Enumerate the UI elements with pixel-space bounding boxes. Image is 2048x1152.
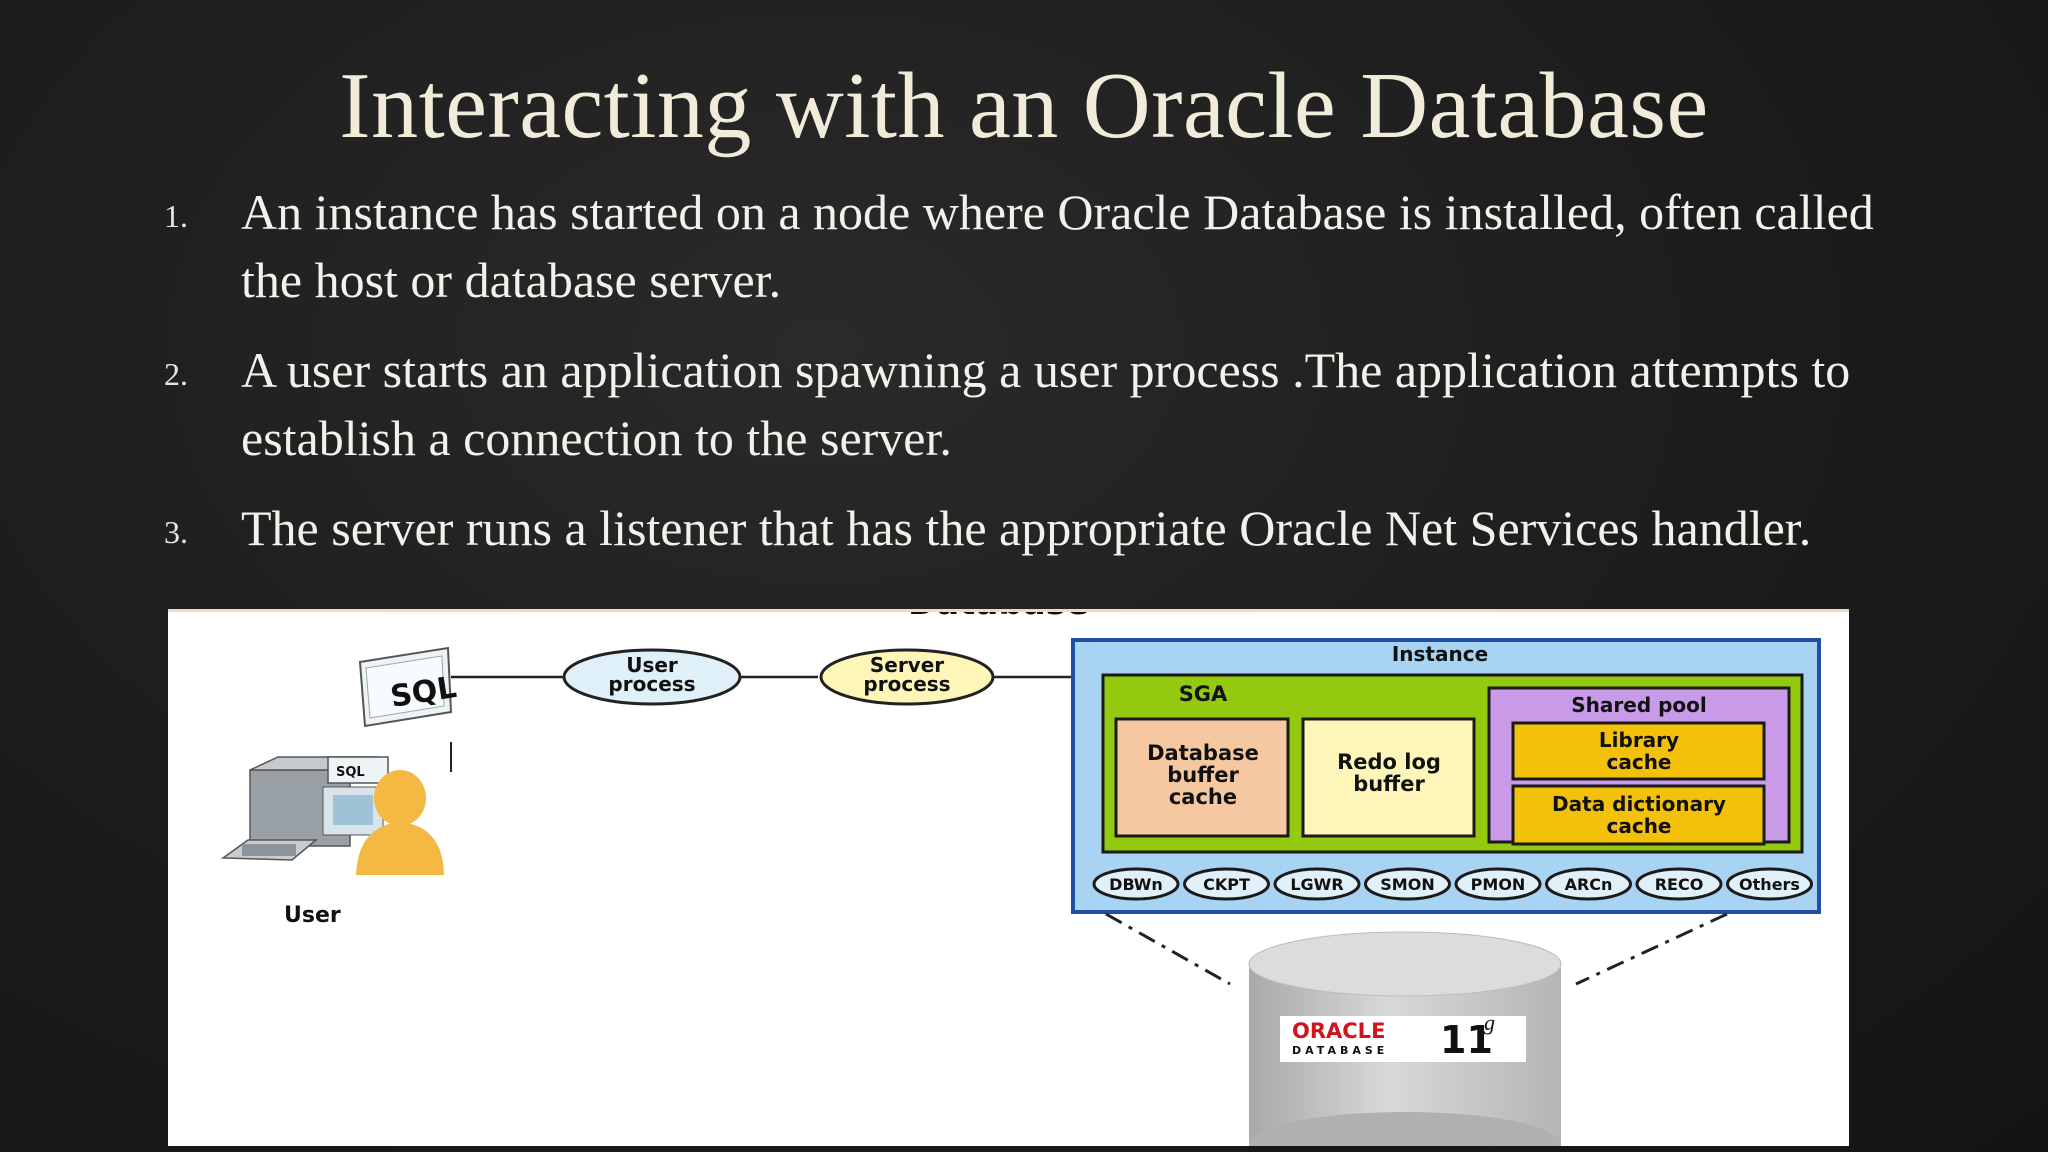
buffer-cache-label-3: cache [1169, 785, 1237, 809]
user-process-label-2: process [608, 672, 695, 696]
process-label: SMON [1380, 875, 1434, 894]
diagram-svg: Database SQL SQL User User process [168, 612, 1849, 1146]
oracle-logo-sub: DATABASE [1292, 1044, 1388, 1057]
redo-log-label-2: buffer [1353, 772, 1425, 796]
library-cache-label-1: Library [1599, 728, 1679, 752]
process-label: CKPT [1203, 875, 1250, 894]
buffer-cache-label-1: Database [1147, 741, 1259, 765]
user-label: User [284, 903, 341, 928]
server-process-label-2: process [863, 672, 950, 696]
dictionary-cache-label-1: Data dictionary [1552, 792, 1726, 816]
process-label: LGWR [1290, 875, 1343, 894]
process-label: Others [1739, 875, 1800, 894]
redo-log-label-1: Redo log [1337, 750, 1441, 774]
user-computer-icon: SQL SQL [223, 648, 459, 875]
process-label: ARCn [1565, 875, 1613, 894]
list-text: A user starts an application spawning a … [241, 336, 1881, 472]
list-text: An instance has started on a node where … [241, 178, 1881, 314]
top-cut-label: Database [908, 612, 1089, 623]
list-number: 2. [164, 356, 188, 393]
list-number: 3. [164, 514, 188, 551]
library-cache-label-2: cache [1606, 750, 1671, 774]
list-text: The server runs a listener that has the … [241, 494, 1881, 562]
small-screen-label: SQL [336, 765, 365, 780]
architecture-diagram: Database SQL SQL User User process [168, 609, 1849, 1146]
process-label: PMON [1471, 875, 1526, 894]
dashed-connector [1576, 914, 1727, 984]
oracle-logo-sup: g [1484, 1010, 1495, 1035]
shared-pool-label: Shared pool [1571, 693, 1707, 717]
oracle-logo-brand: ORACLE [1292, 1019, 1385, 1043]
sga-label: SGA [1179, 682, 1228, 706]
buffer-cache-label-2: buffer [1167, 763, 1239, 787]
dictionary-cache-label-2: cache [1606, 814, 1671, 838]
instance-label: Instance [1392, 642, 1488, 666]
dashed-connector [1106, 914, 1230, 984]
slide-title: Interacting with an Oracle Database [0, 52, 2048, 160]
process-label: RECO [1655, 875, 1704, 894]
list-number: 1. [164, 198, 188, 235]
process-label: DBWn [1109, 875, 1163, 894]
